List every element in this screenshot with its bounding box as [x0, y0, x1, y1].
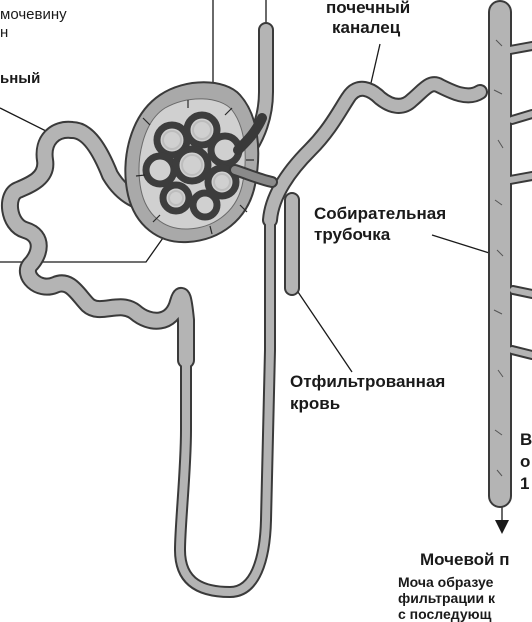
label-collecting-duct-line2: трубочка — [314, 225, 390, 245]
label-filtered-blood-line2: кровь — [290, 394, 340, 414]
ureter-arrow-head — [495, 520, 509, 534]
label-right-side-line1: В — [520, 430, 532, 450]
leader-line-filtered — [298, 292, 352, 372]
label-left-bold: ьный — [0, 70, 40, 87]
label-right-side-line2: о — [520, 452, 530, 472]
label-top-right-line1: почечный — [326, 0, 410, 18]
label-ureter: Мочевой п — [420, 550, 510, 570]
label-filtered-blood-line1: Отфильтрованная — [290, 372, 445, 392]
label-top-left-line2: н — [0, 24, 8, 41]
nephron-diagram — [0, 0, 532, 609]
label-top-right-line2: каналец — [332, 18, 400, 38]
collecting-duct-branches — [510, 46, 532, 355]
distal-convoluted-tubule — [270, 84, 480, 220]
label-bottom-line3: с последующ — [398, 606, 491, 622]
loop-of-henle — [180, 220, 270, 592]
label-bottom-line1: Моча образуе — [398, 574, 493, 590]
leader-line-left-bold — [0, 108, 48, 132]
label-collecting-duct-line1: Собирательная — [314, 204, 446, 224]
label-bottom-line2: фильтрации к — [398, 590, 495, 606]
label-top-left-line1: мочевину — [0, 6, 67, 23]
label-right-side-line3: 1 — [520, 474, 529, 494]
